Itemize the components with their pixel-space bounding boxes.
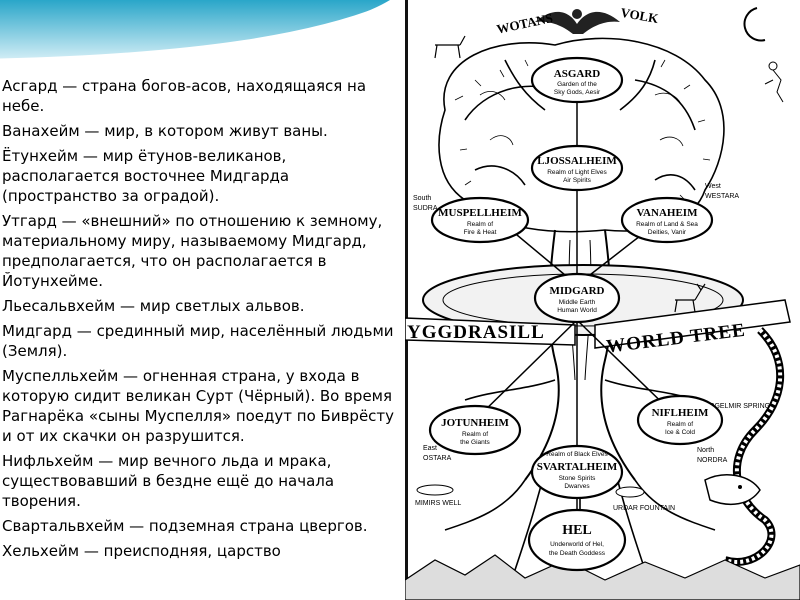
climbing-figure-icon	[764, 61, 784, 103]
yggdrasill-banner: YGGDRASILL WORLD TREE	[405, 299, 791, 358]
realm-ljossalheim: LJOSSALHEIM Realm of Light Elves Air Spi…	[530, 144, 624, 192]
realm-muspellheim-name: MUSPELLHEIM	[438, 207, 522, 219]
paragraph-utgard: Утгард — «внешний» по отношению к земном…	[2, 212, 383, 290]
realm-vanaheim: VANAHEIM Realm of Land & Sea Deities, Va…	[620, 196, 714, 244]
label-west: West	[705, 183, 721, 190]
realm-niflheim-name: NIFLHEIM	[652, 407, 709, 419]
banner-yggdrasill: YGGDRASILL	[407, 322, 545, 343]
realm-asgard-name: ASGARD	[554, 68, 601, 80]
realm-svartalheim-line1: Stone Spirits	[559, 475, 597, 482]
realm-hel-name: HEL	[562, 523, 592, 538]
label-hvergelmir: HVERGELMIR SPRING	[695, 403, 770, 410]
ground-rocks	[405, 554, 800, 600]
realm-midgard-line1: Middle Earth	[559, 299, 596, 306]
realm-hel-line1: Underworld of Hel,	[550, 541, 604, 548]
realm-vanaheim-name: VANAHEIM	[637, 207, 699, 219]
realm-svartalheim-line0: Realm of Black Elves	[546, 451, 608, 458]
label-south: South	[413, 195, 431, 202]
realm-asgard-line1: Garden of the	[557, 81, 597, 88]
paragraph-niflheim: Нифльхейм — мир вечного льда и мрака, су…	[2, 452, 335, 510]
label-urdar: URDAR FOUNTAIN	[613, 505, 675, 512]
paragraph-svartalheim: Свартальвхейм — подземная страна цвергов…	[2, 517, 368, 535]
realm-jotunheim-name: JOTUNHEIM	[441, 417, 509, 429]
yggdrasill-illustration: WOTANS VOLK YGGD	[405, 0, 800, 600]
urdar-fountain-icon	[615, 486, 645, 498]
realm-ljossalheim-line2: Air Spirits	[563, 177, 592, 184]
realm-muspellheim: MUSPELLHEIM Realm of Fire & Heat	[430, 196, 530, 244]
paragraph-helheim: Хельхейм — преисподняя, царство	[2, 542, 281, 560]
realm-vanaheim-line1: Realm of Land & Sea	[636, 221, 698, 228]
paragraph-midgard: Мидгард — срединный мир, населённый людь…	[2, 322, 394, 360]
realm-ljossalheim-line1: Realm of Light Elves	[547, 169, 607, 176]
realms-description: Асгард — страна богов-асов, находящаяся …	[2, 76, 402, 566]
realm-jotunheim-line1: Realm of	[462, 431, 488, 438]
paragraph-vanaheim: Ванахейм — мир, в котором живут ваны.	[2, 122, 328, 140]
eagle-icon	[535, 9, 620, 34]
moon-icon	[743, 7, 766, 42]
serpent-body	[723, 327, 784, 566]
goat-icon	[434, 35, 466, 59]
label-sudra: SUDRA	[413, 205, 438, 212]
realm-svartalheim-line2: Dwarves	[564, 483, 590, 490]
label-north: North	[697, 447, 714, 454]
label-mimirs-well: MIMIRS WELL	[415, 500, 461, 507]
label-nordra: NORDRA	[697, 457, 728, 464]
realm-niflheim: NIFLHEIM Realm of Ice & Cold	[636, 394, 724, 446]
realm-muspellheim-line1: Realm of	[467, 221, 493, 228]
paragraph-jotunheim: Ётунхейм — мир ётунов-великанов, распола…	[2, 147, 290, 205]
realm-jotunheim: JOTUNHEIM Realm of the Giants	[428, 404, 522, 456]
realm-ljossalheim-name: LJOSSALHEIM	[537, 155, 617, 167]
realm-asgard-line2: Sky Gods, Aesir	[554, 89, 601, 96]
paragraph-muspellheim: Муспелльхейм — огненная страна, у входа …	[2, 367, 395, 445]
picture-edge	[405, 0, 408, 600]
realm-niflheim-line2: Ice & Cold	[665, 429, 695, 436]
paragraph-asgard: Асгард — страна богов-асов, находящаяся …	[2, 77, 367, 115]
realm-midgard-line2: Human World	[557, 307, 597, 314]
yggdrasill-svg: WOTANS VOLK YGGD	[405, 0, 800, 600]
mimirs-well-icon	[416, 484, 454, 496]
decorative-swoosh	[0, 0, 396, 62]
label-ostara: OSTARA	[423, 455, 452, 462]
realm-niflheim-line1: Realm of	[667, 421, 693, 428]
realm-asgard: ASGARD Garden of the Sky Gods, Aesir	[530, 56, 624, 104]
canopy-texture	[454, 59, 711, 216]
deer-icon	[674, 283, 706, 313]
realm-svartalheim-name: SVARTALHEIM	[537, 461, 618, 473]
realm-midgard-name: MIDGARD	[550, 285, 605, 297]
label-volk: VOLK	[619, 5, 660, 27]
label-wotans: WOTANS	[495, 10, 554, 36]
realm-midgard: MIDGARD Middle Earth Human World	[533, 272, 621, 324]
label-east: East	[423, 445, 437, 452]
spring-labels: HVERGELMIR SPRING MIMIRS WELL URDAR FOUN…	[415, 403, 770, 512]
realm-muspellheim-line2: Fire & Heat	[464, 229, 497, 236]
realm-svartalheim: Realm of Black Elves SVARTALHEIM Stone S…	[530, 444, 624, 500]
realm-hel-line2: the Death Goddess	[549, 550, 606, 557]
realm-jotunheim-line2: the Giants	[460, 439, 490, 446]
paragraph-ljossalheim: Льесальвхейм — мир светлых альвов.	[2, 297, 305, 315]
dragon-head-icon	[704, 474, 761, 506]
realm-hel: HEL Underworld of Hel, the Death Goddess	[527, 508, 627, 572]
direction-labels: South SUDRA West WESTARA East OSTARA Nor…	[413, 183, 739, 464]
realm-vanaheim-line2: Deities, Vanir	[648, 229, 687, 236]
label-westara: WESTARA	[705, 193, 739, 200]
